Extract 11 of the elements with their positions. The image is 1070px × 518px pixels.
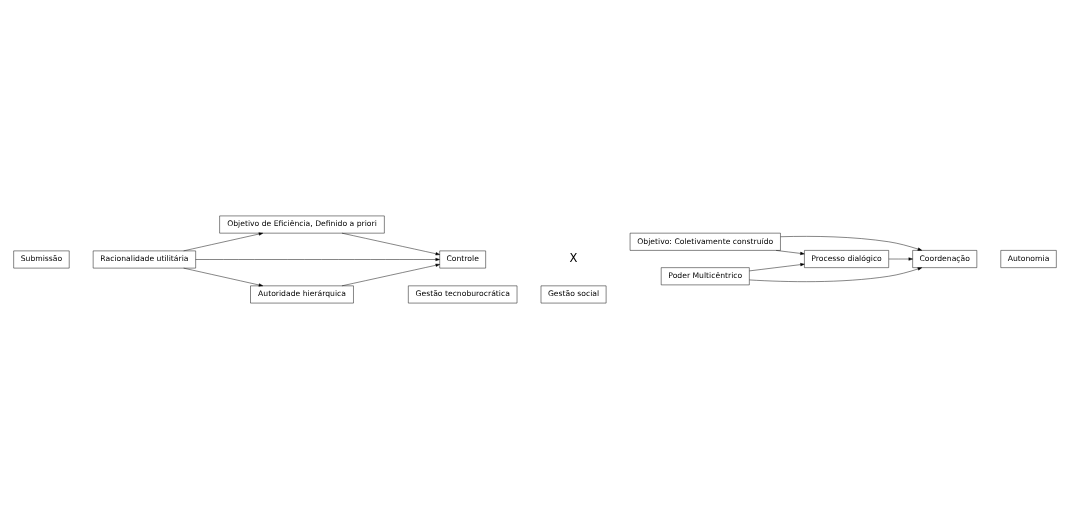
arrow bbox=[195, 257, 440, 261]
arrow bbox=[183, 231, 264, 251]
arrow bbox=[341, 263, 440, 286]
arrow bbox=[749, 262, 805, 271]
arrow bbox=[888, 256, 913, 261]
label: X bbox=[569, 250, 578, 265]
arrow bbox=[780, 235, 922, 251]
arrow bbox=[183, 267, 264, 287]
arrow bbox=[341, 232, 440, 255]
arrow bbox=[749, 266, 922, 282]
arrow bbox=[775, 249, 805, 255]
